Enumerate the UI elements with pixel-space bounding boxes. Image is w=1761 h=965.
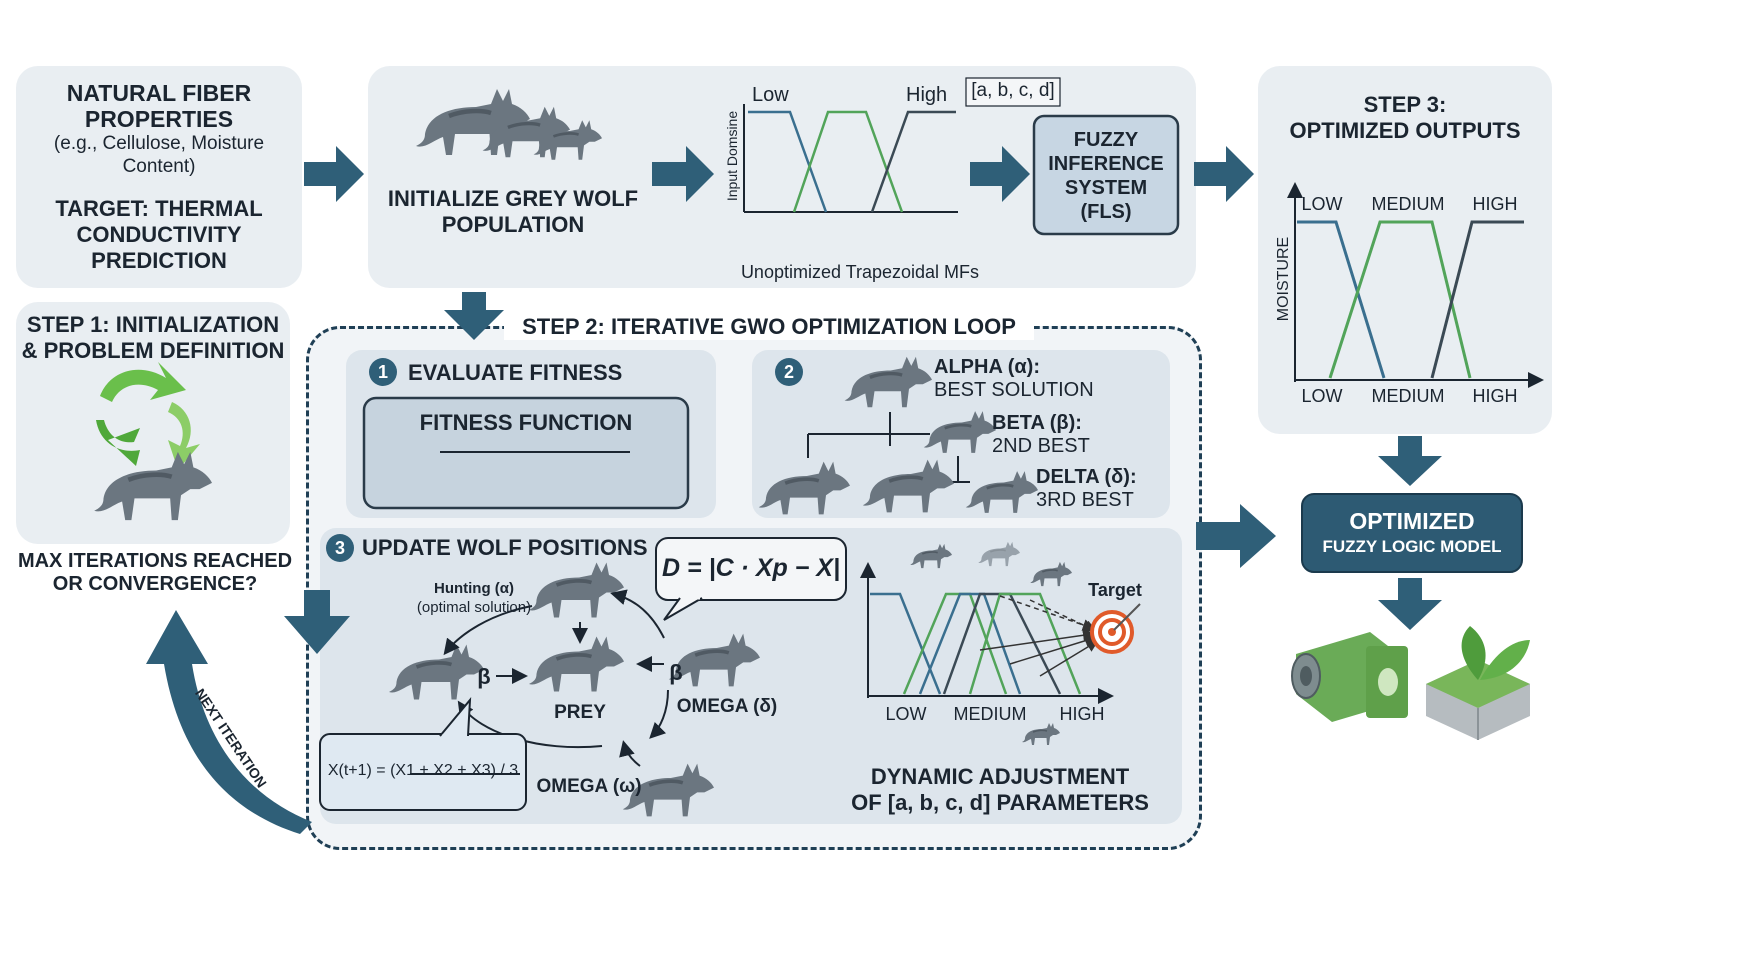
out-top-high: HIGH [1472,194,1518,214]
input-panel [16,66,302,288]
out-bot-low: LOW [1301,386,1343,406]
mf-axis-label: Input Domsine [724,110,740,202]
input-example-1: (e.g., Cellulose, Moisture [53,133,265,154]
mf-params-label: [a, b, c, d] [971,80,1055,101]
alpha-label: ALPHA (α): [934,356,1040,378]
out-bot-high: HIGH [1472,386,1518,406]
mf-caption: Unoptimized Trapezoidal MFs [740,262,980,282]
out-bot-medium: MEDIUM [1371,386,1445,406]
input-title-2: PROPERTIES [84,106,234,132]
dynamic-adjustment-plot [860,541,1141,746]
dyn-medium-label: MEDIUM [953,704,1027,724]
step-3-number: 3 [334,538,345,558]
out-axis-label: MOISTURE [1275,236,1292,322]
target-line-2: CONDUCTIVITY [76,222,242,247]
fis-box [1032,114,1180,236]
wolf-pack-illustration [416,89,604,162]
dyn-low-label: LOW [885,704,927,724]
evaluate-fitness-title: EVALUATE FITNESS [408,360,623,385]
arrow-loop-to-model [1196,504,1276,568]
step1-panel [16,302,290,544]
arrow-init-to-loop [444,292,504,340]
optimized-model-box [1301,493,1523,573]
step1-title-1: STEP 1: INITIALIZATION [26,312,280,337]
out-top-low: LOW [1301,194,1343,214]
beta-symbol-right: β [669,660,683,685]
dynamic-adjustment-2: OF [a, b, c, d] PARAMETERS [851,790,1149,815]
target-line-1: TARGET: THERMAL [55,196,263,221]
fis-label-1: FUZZY [1073,129,1139,151]
fitness-function-label: FITNESS FUNCTION [419,410,633,435]
update-positions-title: UPDATE WOLF POSITIONS [362,535,648,560]
target-label: Target [1088,580,1142,600]
arrow-fis-to-step3 [1194,146,1254,202]
init-label-2: POPULATION [441,212,585,237]
next-iteration-arrow [146,610,312,834]
init-label-1: INITIALIZE GREY WOLF [387,186,639,211]
recycle-wolf-illustration [94,362,212,520]
delta-label: DELTA (δ): [1036,466,1137,488]
beta-desc: 2ND BEST [992,435,1090,457]
step3-title-2: OPTIMIZED OUTPUTS [1289,118,1521,143]
arrow-input-to-init [304,146,364,202]
alpha-desc: BEST SOLUTION [934,379,1094,401]
mf-low-label: Low [752,84,789,106]
hunting-desc: (optimal solution) [416,599,532,616]
step-3-circle [326,534,354,562]
optimized-mf-plot [1287,182,1544,388]
arrow-step1-down [284,590,350,654]
dynamic-adjustment-1: DYNAMIC ADJUSTMENT [870,764,1130,789]
prey-label: PREY [554,702,606,723]
arrow-step3-to-model [1378,436,1442,486]
omega-omega-label: OMEGA (ω) [536,776,642,797]
step-1-number: 1 [377,362,388,382]
arrow-model-to-products [1378,578,1442,630]
step-2-circle [775,358,803,386]
hunting-label: Hunting (α) [433,580,515,597]
step-2-number: 2 [783,362,794,382]
step3-panel [1258,66,1552,434]
omega-delta-label: OMEGA (δ) [676,696,778,717]
formula-x: X(t+1) = (X1 + X2 + X3) / 3 [327,762,519,779]
step3-title-1: STEP 3: [1363,92,1447,117]
beta-symbol-left: β [477,664,491,689]
model-label-1: OPTIMIZED [1349,508,1475,534]
step1-title-2: & PROBLEM DEFINITION [21,338,285,363]
fis-label-4: (FLS) [1080,201,1132,223]
dyn-high-label: HIGH [1059,704,1105,724]
input-example-2: Content) [122,156,196,177]
delta-desc: 3RD BEST [1036,489,1134,511]
formula-x-bubble [319,697,527,811]
wolf-hierarchy [756,354,1040,517]
formula-d-bubble [655,537,847,621]
formula-d: D = |C · Xp − X| [662,554,840,582]
fis-label-2: INFERENCE [1048,153,1164,175]
fis-label-3: SYSTEM [1064,177,1148,199]
out-top-medium: MEDIUM [1371,194,1445,214]
mf-high-label: High [906,84,948,106]
unoptimized-mf-plot [743,77,1061,213]
arrow-mf-to-fis [970,146,1030,202]
model-label-2: FUZZY LOGIC MODEL [1322,537,1502,556]
fiber-products-illustration [1291,626,1530,740]
target-line-3: PREDICTION [91,248,227,273]
convergence-question-2: OR CONVERGENCE? [52,573,258,595]
step-1-circle [369,358,397,386]
input-title-1: NATURAL FIBER [66,80,252,106]
arrow-init-to-mf [652,146,714,202]
step2-title: STEP 2: ITERATIVE GWO OPTIMIZATION LOOP [504,314,1034,340]
beta-label: BETA (β): [992,412,1082,434]
convergence-question-1: MAX ITERATIONS REACHED [17,550,293,572]
